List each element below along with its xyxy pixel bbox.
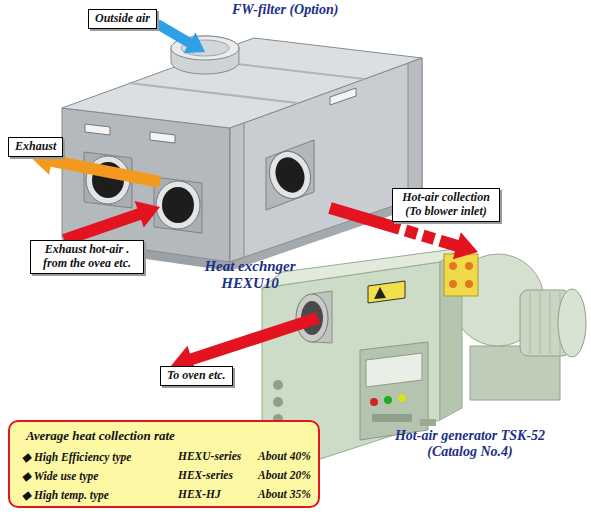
table-cell: About 40% — [258, 450, 311, 462]
label-text: Exhaust — [15, 140, 56, 154]
motor-rib — [530, 292, 531, 354]
motor-cover — [558, 289, 586, 357]
table-cell: ◆ Wide use type — [22, 469, 98, 483]
terminal — [465, 262, 473, 270]
part-label: FW-filter (Option) — [232, 2, 338, 18]
flow-arrow — [154, 20, 205, 54]
equipment: Heat exchnger HEXU10 — [160, 52, 330, 300]
label-text: Hot-air collection (To blower inlet) — [399, 191, 493, 219]
lamp — [398, 394, 406, 402]
nameplate — [330, 88, 356, 105]
label-text: Exhaust hot-air . from the ovea etc. — [37, 243, 137, 271]
switch-row — [372, 414, 412, 422]
label-box: Exhaust — [8, 137, 63, 157]
lamp — [384, 396, 392, 404]
top-face — [62, 38, 422, 128]
nameplate — [85, 124, 110, 135]
table-cell: HEXU-series — [178, 450, 241, 462]
info-panel: Average heat collection rate ◆ High Effic… — [8, 420, 320, 508]
button — [273, 380, 283, 390]
port — [271, 153, 310, 196]
label-box: To oven etc. — [160, 366, 233, 386]
label-text: To oven etc. — [167, 369, 226, 383]
table-cell: HEX-HJ — [178, 488, 221, 500]
label-box: Outside air — [88, 9, 157, 29]
table-cell: About 35% — [258, 488, 311, 500]
flow-arrow — [62, 201, 160, 246]
equipment-title: Heat exchnger HEXU10 — [195, 258, 305, 293]
equipment: Hot-air generator TSK-52 (Catalog No.4) — [318, 252, 590, 480]
terminal — [449, 280, 457, 288]
terminal — [449, 262, 457, 270]
label-text: Outside air — [95, 12, 150, 26]
display — [366, 353, 422, 387]
lamp — [370, 398, 378, 406]
port — [263, 146, 317, 205]
warning-symbol — [374, 287, 386, 299]
table-cell: ◆ High temp. type — [22, 488, 109, 502]
flow-arrow — [171, 312, 320, 372]
motor-rib — [550, 292, 551, 354]
flange-frame — [230, 123, 244, 262]
terminal — [465, 280, 473, 288]
button — [273, 397, 283, 407]
label-box: Exhaust hot-air . from the ovea etc. — [30, 240, 144, 274]
nameplate — [150, 132, 175, 143]
heat-exchanger-illustration — [62, 36, 422, 271]
table-cell: Average heat collection rate — [26, 428, 175, 444]
port — [162, 187, 194, 223]
terminal-box — [444, 254, 478, 296]
rib — [129, 83, 297, 103]
table-cell: HEX-series — [178, 469, 233, 481]
port-flange — [154, 177, 202, 233]
warning-label — [368, 281, 405, 303]
equipment-title: Hot-air generator TSK-52 (Catalog No.4) — [385, 428, 555, 460]
table-cell: ◆ High Efficiency type — [22, 450, 131, 464]
flange-frame — [408, 58, 422, 201]
foot — [420, 419, 436, 426]
motor-rib — [540, 292, 541, 354]
label-box: Hot-air collection (To blower inlet) — [392, 188, 500, 222]
table-cell: About 20% — [258, 469, 311, 481]
control-panel — [360, 342, 428, 440]
port — [156, 181, 200, 229]
